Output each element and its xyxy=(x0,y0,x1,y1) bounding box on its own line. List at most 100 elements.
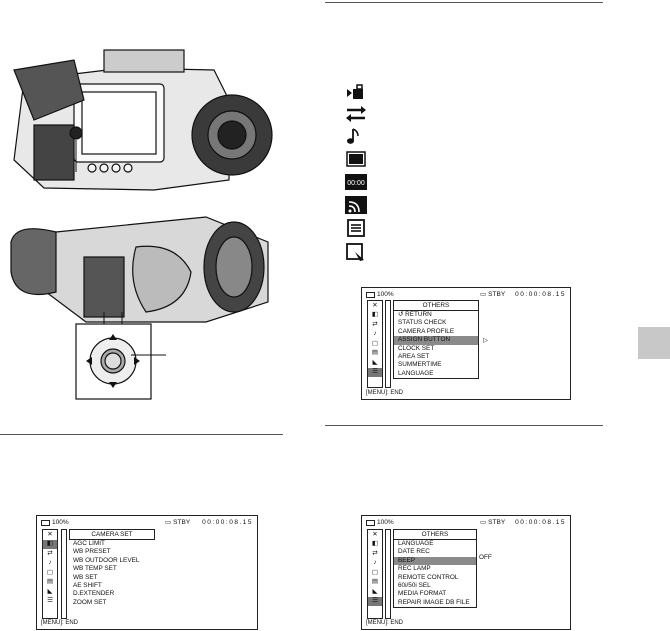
scrollbar[interactable] xyxy=(61,529,67,619)
close-icon: ✕ xyxy=(372,530,378,538)
battery-icon xyxy=(366,520,375,526)
menu-items-box: ↺ RETURN STATUS CHECK CAMERA PROFILE ASS… xyxy=(393,311,479,380)
battery-icon xyxy=(366,292,375,298)
menu-item[interactable]: LANGUAGE xyxy=(398,369,434,377)
network-set-icon xyxy=(343,195,369,215)
audio-set-icon xyxy=(343,104,369,124)
menu-list: OTHERS LANGUAGE DATE REC BEEP REC LAMP R… xyxy=(393,529,477,609)
menu-item[interactable]: DATE REC xyxy=(398,548,430,556)
camera-set-icon xyxy=(343,82,369,102)
menu-item-return[interactable]: ↺ RETURN xyxy=(394,311,478,319)
beep-value: OFF xyxy=(479,554,492,561)
submenu-arrow-icon: ▷ xyxy=(483,337,488,344)
svg-text:00:00: 00:00 xyxy=(347,180,365,187)
scrollbar[interactable] xyxy=(385,529,391,619)
menu-item-selected[interactable]: BEEP xyxy=(394,556,476,566)
camera-set-icon: ◧ xyxy=(371,540,379,547)
menu-item[interactable]: MEDIA FORMAT xyxy=(398,590,447,598)
menu-item[interactable]: WB TEMP SET xyxy=(73,565,117,573)
lcd-top-bar: 100% ▭ STBY 00:00:08.15 xyxy=(41,519,253,527)
lcd-icon-column: ✕ ◧ ⇄ ♪ ▢ ▤ ◣ ☰ xyxy=(367,300,383,388)
timecode: 00:00:08.15 xyxy=(515,518,566,526)
menu-list: CAMERA SET AGC LIMIT WB PRESET WB OUTDOO… xyxy=(69,529,155,607)
scrollbar[interactable] xyxy=(385,300,391,388)
display-set-icon xyxy=(343,149,369,169)
media-icon: ▭ xyxy=(480,290,487,298)
battery-level: 100% xyxy=(52,518,69,526)
menu-item-selected[interactable]: ASSIGN BUTTON xyxy=(394,336,478,345)
menu-item[interactable]: CAMERA PROFILE xyxy=(398,327,455,335)
menu-item[interactable]: REC LAMP xyxy=(398,565,431,573)
menu-item[interactable]: AGC LIMIT xyxy=(73,540,105,547)
chapter-tab xyxy=(638,327,670,359)
menu-item[interactable]: AREA SET xyxy=(398,352,430,360)
menu-footer: [MENU]: END xyxy=(366,390,404,396)
others-icon: ☰ xyxy=(47,597,53,604)
lcd-others-beep: 100% ▭ STBY 00:00:08.15 ✕ ◧ ⇄ ♪ ▢ ▤ ◣ ☰ … xyxy=(361,515,571,630)
others-icon xyxy=(343,218,369,238)
menu-list: OTHERS ↺ RETURN STATUS CHECK CAMERA PROF… xyxy=(393,300,479,380)
rec-status: STBY xyxy=(173,518,191,526)
menu-footer: [MENU]: END xyxy=(366,620,404,626)
menu-item[interactable]: STATUS CHECK xyxy=(398,319,447,327)
menu-item[interactable]: AE SHIFT xyxy=(73,581,102,589)
rule-mid-left xyxy=(0,434,283,435)
close-icon: ✕ xyxy=(372,301,378,309)
camcorder-rear-illustration xyxy=(10,216,269,400)
menu-item[interactable]: CLOCK SET xyxy=(398,344,435,352)
display-set-icon: ▢ xyxy=(371,339,379,347)
battery-level: 100% xyxy=(377,518,394,526)
network-set-icon: ◣ xyxy=(47,587,53,595)
return-icon: ↺ xyxy=(398,311,404,318)
music-icon: ♪ xyxy=(48,559,52,566)
camera-set-icon: ◧ xyxy=(371,311,379,318)
menu-item[interactable]: ZOOM SET xyxy=(73,598,107,606)
menu-item[interactable]: SUMMERTIME xyxy=(398,361,442,369)
audio-set-icon: ⇄ xyxy=(47,549,53,557)
camera-set-icon: ◧ xyxy=(43,539,57,549)
music-icon: ♪ xyxy=(373,330,377,337)
lcd-icon-column: ✕ ◧ ⇄ ♪ ▢ ▤ ◣ ☰ xyxy=(367,529,383,619)
close-icon: ✕ xyxy=(47,530,53,538)
menu-header: OTHERS xyxy=(393,529,477,540)
music-icon xyxy=(343,126,369,146)
music-icon: ♪ xyxy=(373,559,377,566)
menu-item[interactable]: WB PRESET xyxy=(73,548,111,556)
network-set-icon: ◣ xyxy=(372,587,378,595)
display-set-icon: ▢ xyxy=(371,568,379,576)
timecode: 00:00:08.15 xyxy=(202,518,253,526)
battery-icon xyxy=(41,520,50,526)
network-set-icon: ◣ xyxy=(372,358,378,366)
menu-item[interactable]: LANGUAGE xyxy=(398,540,434,547)
camcorder-side-illustration xyxy=(13,49,273,191)
menu-item[interactable]: REMOTE CONTROL xyxy=(398,573,459,581)
menu-header: CAMERA SET xyxy=(69,529,155,540)
menu-item[interactable]: 60i/50i SEL xyxy=(398,581,431,589)
media-icon: ▭ xyxy=(165,518,172,526)
media-icon: ▭ xyxy=(480,518,487,526)
rule-top-right xyxy=(325,2,603,3)
others-icon: ☰ xyxy=(368,596,382,606)
lcd-top-bar: 100% ▭ STBY 00:00:08.15 xyxy=(366,291,566,299)
battery-level: 100% xyxy=(377,290,394,298)
menu-item[interactable]: REPAIR IMAGE DB FILE xyxy=(398,598,470,606)
menu-items-box: LANGUAGE DATE REC BEEP REC LAMP REMOTE C… xyxy=(393,540,477,609)
lcd-icon-column: ✕ ◧ ⇄ ♪ ▢ ▤ ◣ ☰ xyxy=(42,529,58,619)
timecode: 00:00:08.15 xyxy=(515,290,566,298)
lcd-top-bar: 100% ▭ STBY 00:00:08.15 xyxy=(366,519,566,527)
rec-status: STBY xyxy=(488,290,506,298)
audio-set-icon: ⇄ xyxy=(372,549,378,557)
menu-header: OTHERS xyxy=(393,300,479,311)
menu-item-label: RETURN xyxy=(405,311,432,318)
others-icon: ☰ xyxy=(368,367,382,377)
menu-footer: [MENU]: END xyxy=(41,620,79,626)
menu-item[interactable]: D.EXTENDER xyxy=(73,590,115,598)
menu-item[interactable]: WB OUTDOOR LEVEL xyxy=(73,556,140,564)
menu-item[interactable]: WB SET xyxy=(73,573,98,581)
audio-set-icon: ⇄ xyxy=(372,320,378,328)
tc-ub-set-icon: ▤ xyxy=(371,578,379,585)
tc-ub-set-icon: ▤ xyxy=(371,349,379,356)
rec-status: STBY xyxy=(488,518,506,526)
rule-mid-right xyxy=(325,425,603,426)
lcd-camera-set: 100% ▭ STBY 00:00:08.15 ✕ ◧ ⇄ ♪ ▢ ▤ ◣ ☰ … xyxy=(36,515,258,630)
